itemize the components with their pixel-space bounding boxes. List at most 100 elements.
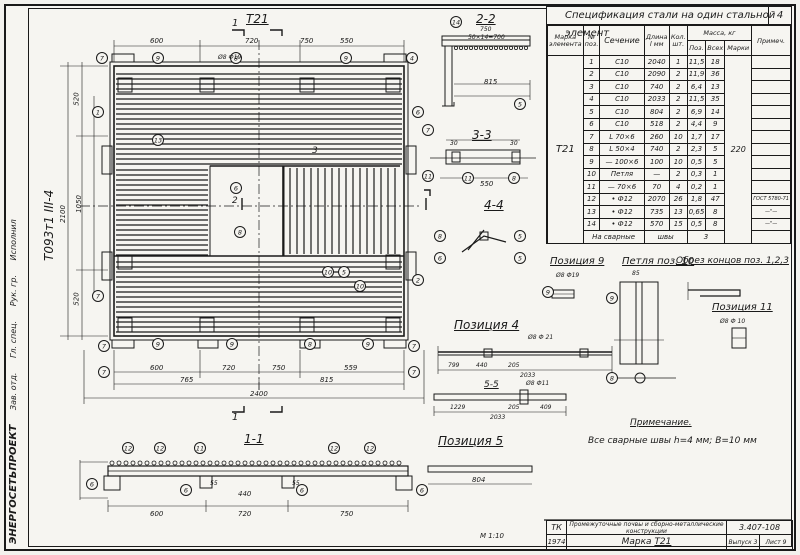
callout-circle: [226, 338, 238, 350]
callout-circle: [296, 484, 308, 496]
spec-cell: 8: [705, 217, 726, 231]
spec-head-section: Сечение: [599, 25, 645, 56]
pos11-title: Позиция 11: [712, 302, 773, 313]
callout-number: 10: [356, 282, 364, 290]
spec-cell: С10: [599, 105, 645, 119]
dim-bot1-2: 720: [222, 364, 236, 372]
tb-year: 1974: [547, 535, 567, 550]
callout-circle: [340, 52, 352, 64]
spec-cell: • Ф12: [599, 205, 645, 219]
dim-bot1-3: 750: [272, 364, 286, 372]
spec-cell: 9: [705, 117, 726, 131]
pos4-dim-3: 205: [508, 362, 520, 369]
spec-cell: 100: [643, 155, 670, 169]
dim-total: 2400: [250, 390, 268, 398]
callout-number: 9: [546, 288, 550, 296]
spec-cell: 5: [705, 155, 726, 169]
callout-circle: [98, 366, 110, 378]
callout-circle: [338, 266, 350, 278]
section-2-2-title: 2-2: [476, 12, 496, 26]
spec-note-cell: [751, 167, 791, 181]
callout-number: 12: [330, 444, 338, 452]
spec-cell: 35: [705, 92, 726, 106]
spec-cell: L 50×4: [599, 142, 645, 156]
callout-circle: [434, 230, 446, 242]
spec-cell: 6: [582, 117, 601, 131]
cut-label-3: 3: [312, 146, 318, 156]
scale-note: М 1:10: [480, 532, 504, 540]
spec-weld-label-2: швы: [643, 230, 688, 244]
pos9-dim-1: Ø8 Ф19: [556, 272, 580, 279]
cut-ends-shape: [688, 289, 741, 297]
dim-left-1: 520: [72, 92, 81, 106]
loop10-title: Петля поз. 10: [622, 256, 695, 267]
pos5-title: Позиция 5: [438, 434, 504, 448]
spec-total-mass: 220: [724, 55, 753, 244]
spec-cell: 6,9: [686, 105, 707, 119]
spec-cell: 0,5: [686, 217, 707, 231]
spec-head-mass: Масса, кг: [686, 25, 753, 41]
callout-number: 7: [102, 368, 107, 376]
pos4-title: Позиция 4: [454, 318, 520, 332]
loop10-dim-1: 85: [632, 270, 640, 277]
spec-cell: 11,5: [686, 55, 707, 69]
spec-cell: 2040: [643, 55, 670, 69]
spec-cell: 570: [643, 217, 670, 231]
tb-issue: Выпуск 3: [727, 535, 760, 550]
spec-head-note: Примеч.: [751, 25, 791, 56]
pos5-dim-1: 804: [472, 476, 486, 484]
spec-cell: 18: [705, 55, 726, 69]
callout-circle: [152, 338, 164, 350]
spec-cell: 1: [668, 55, 688, 69]
spec-cell: С10: [599, 117, 645, 131]
spec-note-cell: —"—: [751, 217, 791, 231]
section-3-3-dim-2: 30: [510, 140, 518, 147]
section-5-5-dim-5: Ø8 Ф11: [526, 380, 550, 387]
callout-circle: [122, 442, 134, 454]
spec-cell: 2: [668, 117, 688, 131]
side-stamp: ЭНЕРГОСЕТЬПРОЕКТ Зав. отд. Гл. спец. Рук…: [6, 66, 29, 546]
tb-mark: Т21: [654, 537, 672, 547]
spec-cell: 13: [582, 205, 601, 219]
callout-circle: [362, 338, 374, 350]
section-5-5-bar: [433, 393, 567, 401]
dim-bot2-2: 815: [320, 376, 334, 384]
spec-cell: 2: [582, 67, 601, 81]
spec-note-cell: [751, 67, 791, 81]
spec-cell: 1: [582, 55, 601, 69]
callout-number: 4: [410, 54, 414, 62]
tb-code: ТК: [547, 521, 567, 535]
spec-cell: 14: [582, 217, 601, 231]
section-1-1-dim-6: 55: [292, 480, 300, 487]
spec-cell: 3: [582, 80, 601, 94]
dim-bot1-4: 559: [344, 364, 358, 372]
callout-number: 13: [154, 136, 162, 144]
spec-sheet-num: 4: [768, 7, 791, 25]
spec-head-length: Длина l мм: [643, 25, 670, 56]
spec-cell: • Ф12: [599, 192, 645, 206]
callout-circle: [154, 442, 166, 454]
spec-cell: 2: [668, 105, 688, 119]
pos9-title: Позиция 9: [550, 256, 605, 267]
callout-circle: [98, 340, 110, 352]
callout-number: 11: [464, 174, 472, 182]
spec-cell: 260: [643, 130, 670, 144]
tb-mark-cell: Марка Т21: [567, 535, 727, 550]
spec-cell: 10: [582, 167, 601, 181]
callout-number: 2: [416, 276, 420, 284]
callout-number: 11: [196, 444, 204, 452]
dim-top-1: 600: [150, 37, 164, 45]
spec-cell: 740: [643, 80, 670, 94]
spec-cell: 11,5: [686, 92, 707, 106]
spec-cell: 2: [668, 67, 688, 81]
callout-number: 8: [238, 228, 242, 236]
spec-cell: 5: [705, 142, 726, 156]
callout-number: 11: [424, 172, 432, 180]
spec-cell: 2: [668, 167, 688, 181]
spec-cell: 4: [582, 92, 601, 106]
